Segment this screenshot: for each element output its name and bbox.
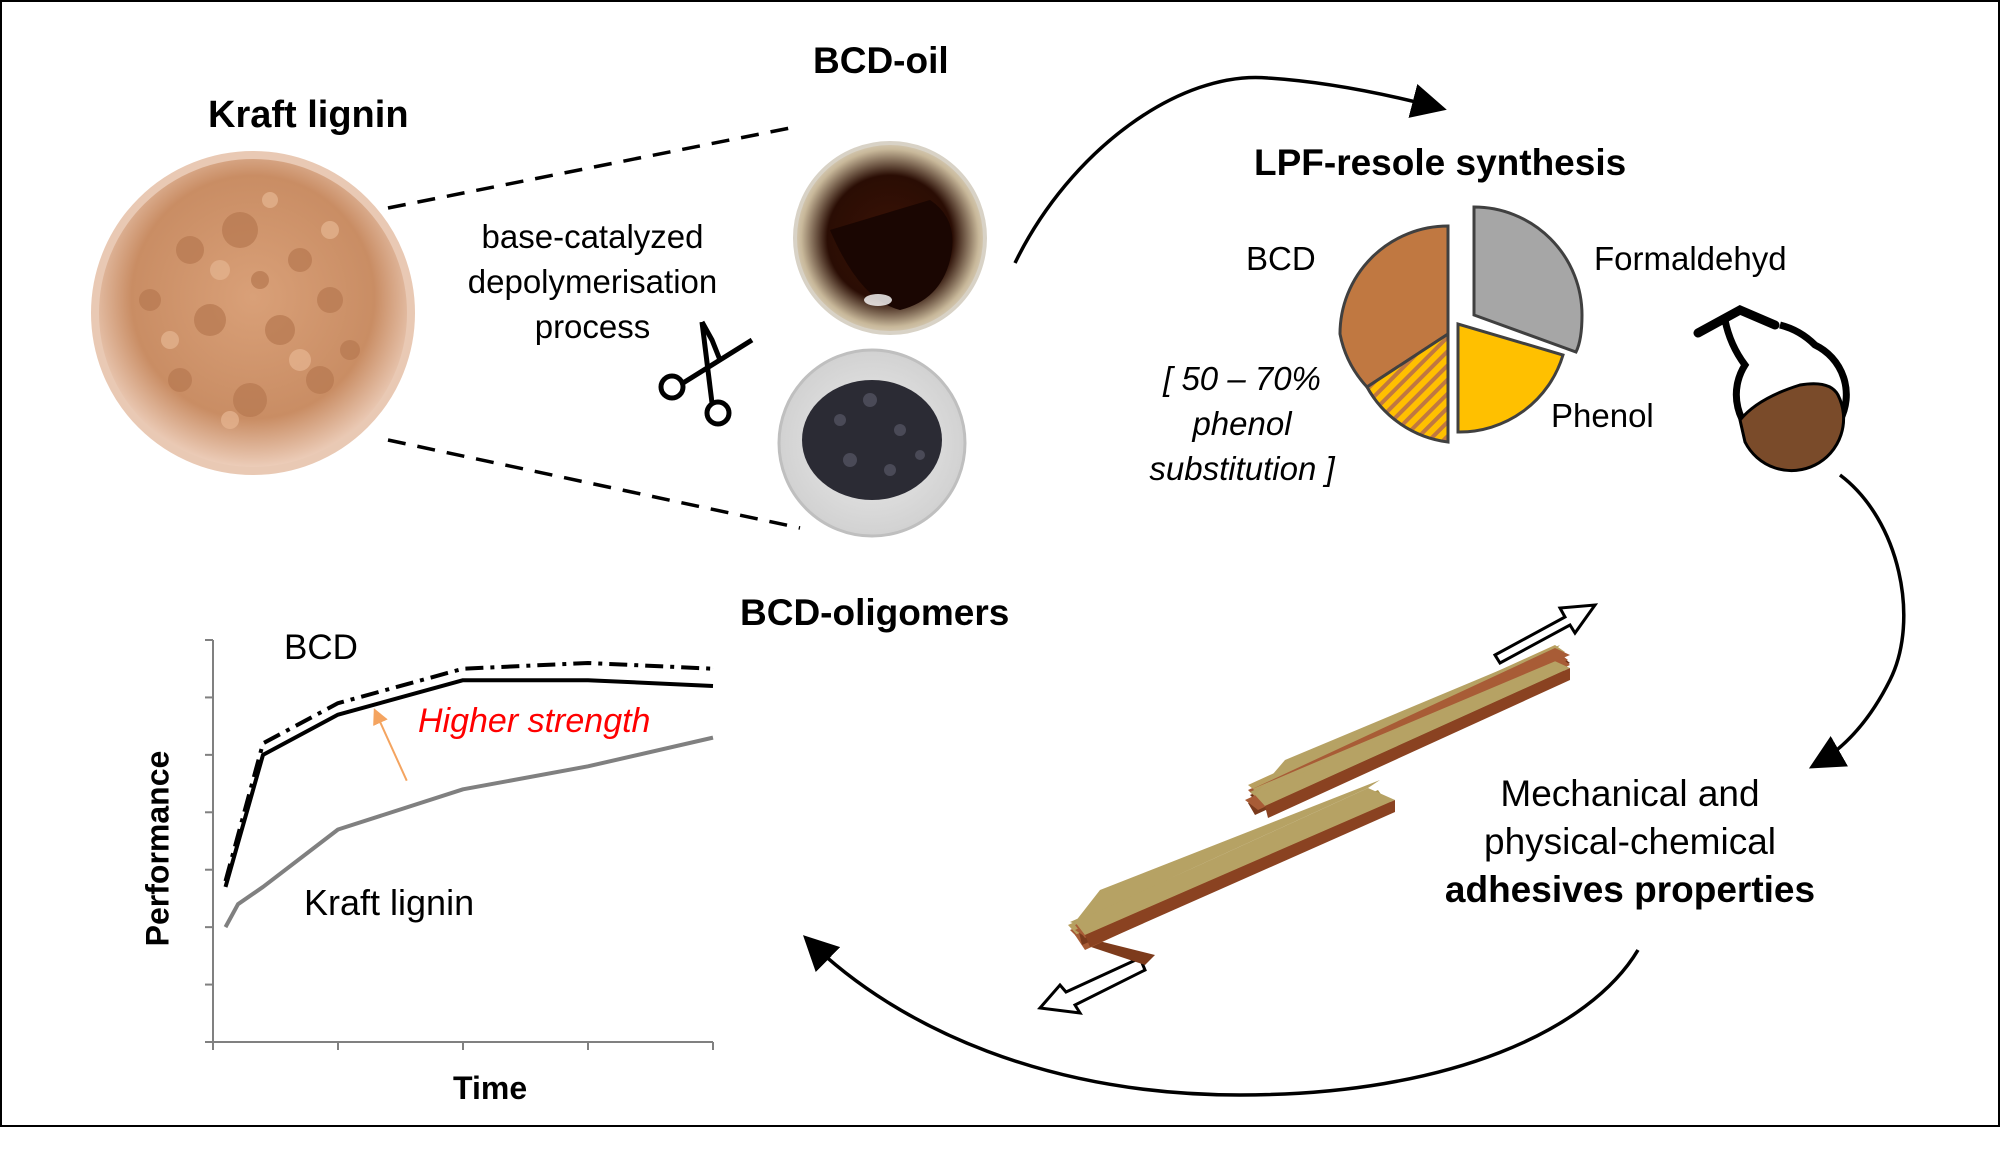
series-label-kraft: Kraft lignin [304, 882, 475, 923]
substitution-label: [ 50 – 70% phenol substitution ] [1122, 356, 1362, 491]
kraft-lignin-title: Kraft lignin [208, 94, 409, 136]
substitution-line-2: phenol [1192, 405, 1292, 442]
annotation-arrow [373, 708, 408, 782]
process-line-3: process [534, 308, 651, 345]
pie-label-bcd: BCD [1246, 240, 1316, 277]
process-line-1: base-catalyzed [481, 218, 704, 255]
series-label-bcd: BCD [284, 628, 358, 667]
flask-icon [1693, 305, 1850, 473]
series-line-0 [223, 660, 714, 882]
properties-line-3: adhesives properties [1444, 869, 1816, 910]
substitution-line-1: [ 50 – 70% [1163, 360, 1321, 397]
connector-to-oil [387, 126, 791, 210]
figure-frame [0, 0, 2000, 1127]
process-line-2: depolymerisation [467, 263, 718, 300]
pie-slice-phenol [1456, 321, 1565, 434]
formulation-pie [1338, 205, 1584, 444]
kraft-lignin-photo [91, 151, 415, 475]
arrow-to-properties [1808, 473, 1906, 769]
substitution-line-3: substitution ] [1149, 450, 1335, 487]
pie-label-formaldehyd: Formaldehyd [1594, 240, 1787, 277]
series-line-1 [223, 678, 714, 888]
lpf-synthesis-title: LPF-resole synthesis [1254, 142, 1627, 183]
pie-slice-formaldehyd [1472, 205, 1584, 354]
annotation-higher-strength: Higher strength [418, 702, 651, 740]
pie-label-phenol: Phenol [1551, 397, 1654, 434]
properties-line-1: Mechanical and [1500, 773, 1760, 814]
connector-to-oligomers [387, 438, 801, 530]
arrow-to-chart [802, 935, 1640, 1097]
pie-slice-bcd [1338, 224, 1450, 389]
bcd-oligomers-photo [777, 348, 967, 538]
bcd-oligomers-title: BCD-oligomers [740, 592, 1010, 633]
bcd-oil-photo [793, 141, 987, 335]
x-axis-label: Time [453, 1070, 528, 1106]
y-axis-label: Performance [139, 750, 176, 947]
scissors-icon [658, 320, 754, 427]
pie-slice-bcd-phenol [1365, 331, 1450, 444]
arrow-to-synthesis [1013, 75, 1447, 264]
performance-chart [205, 639, 714, 1050]
properties-line-2: physical-chemical [1484, 821, 1776, 862]
properties-label: Mechanical and physical-chemical adhesiv… [1410, 770, 1850, 914]
bcd-oil-title: BCD-oil [813, 40, 949, 81]
process-label: base-catalyzed depolymerisation process [455, 214, 730, 349]
